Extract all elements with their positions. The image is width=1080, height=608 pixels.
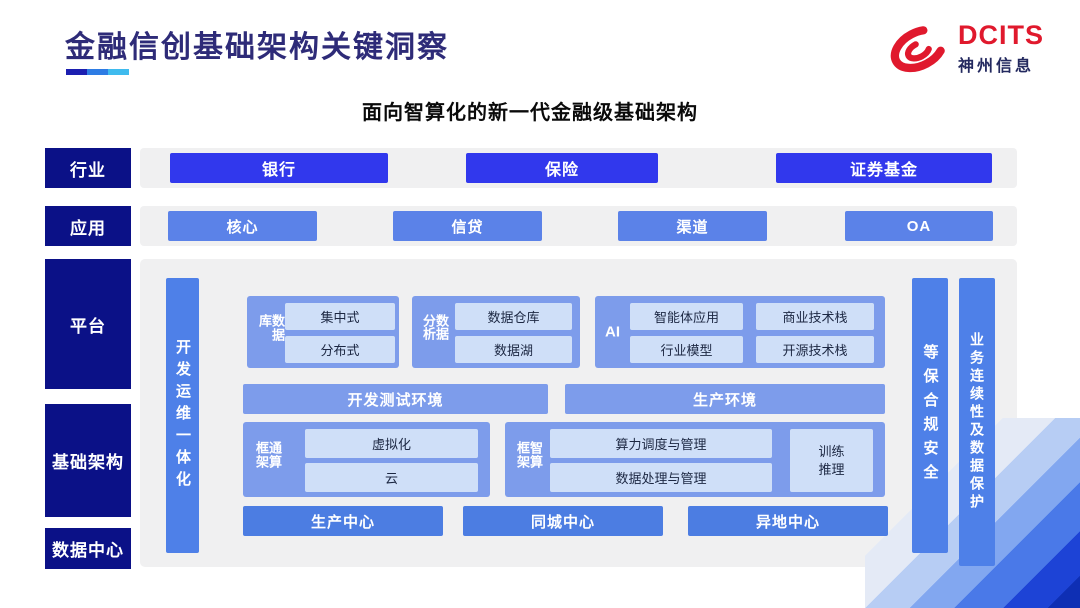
node-centralized: 集中式 bbox=[285, 303, 395, 330]
logo-brand-text: DCITS bbox=[958, 20, 1044, 50]
node-insurance: 保险 bbox=[466, 153, 658, 183]
row-label-platform: 平台 bbox=[45, 259, 131, 389]
pillar-business-continuity: 业务连续性及数据保护 bbox=[959, 278, 995, 566]
node-channel: 渠道 bbox=[618, 211, 767, 241]
underline-segment bbox=[66, 69, 87, 75]
diagram-title: 面向智算化的新一代金融级基础架构 bbox=[362, 102, 698, 124]
group-ai: AI 智能体应用 行业模型 商业技术栈 开源技术栈 bbox=[595, 296, 885, 368]
node-securities-funds: 证券基金 bbox=[776, 153, 992, 183]
pillar-devops-integration: 开发运维一体化 bbox=[166, 278, 199, 553]
node-same-city-center: 同城中心 bbox=[463, 506, 663, 536]
node-bank: 银行 bbox=[170, 153, 388, 183]
company-logo: DCITS 神州信息 bbox=[888, 14, 1058, 84]
row-label-datacenter: 数据中心 bbox=[45, 528, 131, 569]
node-remote-center: 异地中心 bbox=[688, 506, 888, 536]
node-opensource-stack: 开源技术栈 bbox=[756, 336, 874, 363]
node-virtualization: 虚拟化 bbox=[305, 429, 478, 458]
underline-segment bbox=[108, 69, 129, 75]
node-production-environment: 生产环境 bbox=[565, 384, 885, 414]
group-general-compute-label: 通算框架 bbox=[254, 440, 282, 469]
group-smart-compute-label: 智算框架 bbox=[515, 440, 543, 469]
group-database-label: 数据库 bbox=[257, 314, 285, 342]
node-compute-scheduling: 算力调度与管理 bbox=[550, 429, 772, 458]
group-data-analytics-label: 数据分析 bbox=[421, 314, 449, 340]
group-smart-compute-framework: 智算框架 算力调度与管理 数据处理与管理 训练 推理 bbox=[505, 422, 885, 497]
page-title: 金融信创基础架构关键洞察 bbox=[65, 31, 449, 64]
node-core: 核心 bbox=[168, 211, 317, 241]
node-credit: 信贷 bbox=[393, 211, 542, 241]
row-label-industry: 行业 bbox=[45, 148, 131, 188]
group-data-analytics: 数据分析 数据仓库 数据湖 bbox=[412, 296, 580, 368]
node-dev-test-environment: 开发测试环境 bbox=[243, 384, 548, 414]
group-database: 数据库 集中式 分布式 bbox=[247, 296, 399, 368]
row-label-application: 应用 bbox=[45, 206, 131, 246]
swirl-logo-icon bbox=[890, 25, 948, 73]
underline-segment bbox=[87, 69, 108, 75]
node-cloud: 云 bbox=[305, 463, 478, 492]
row-label-infrastructure: 基础架构 bbox=[45, 404, 131, 517]
node-production-center: 生产中心 bbox=[243, 506, 443, 536]
node-data-lake: 数据湖 bbox=[455, 336, 572, 363]
node-oa: OA bbox=[845, 211, 993, 241]
node-data-processing: 数据处理与管理 bbox=[550, 463, 772, 492]
node-agent-apps: 智能体应用 bbox=[630, 303, 743, 330]
title-underline-decoration bbox=[66, 69, 129, 75]
logo-company-text: 神州信息 bbox=[958, 58, 1035, 75]
node-commercial-stack: 商业技术栈 bbox=[756, 303, 874, 330]
node-data-warehouse: 数据仓库 bbox=[455, 303, 572, 330]
node-distributed: 分布式 bbox=[285, 336, 395, 363]
pillar-compliance-security: 等保合规安全 bbox=[912, 278, 948, 553]
group-general-compute-framework: 通算框架 虚拟化 云 bbox=[243, 422, 490, 497]
node-training-inference: 训练 推理 bbox=[790, 429, 873, 492]
group-ai-label: AI bbox=[605, 323, 620, 341]
node-industry-models: 行业模型 bbox=[630, 336, 743, 363]
